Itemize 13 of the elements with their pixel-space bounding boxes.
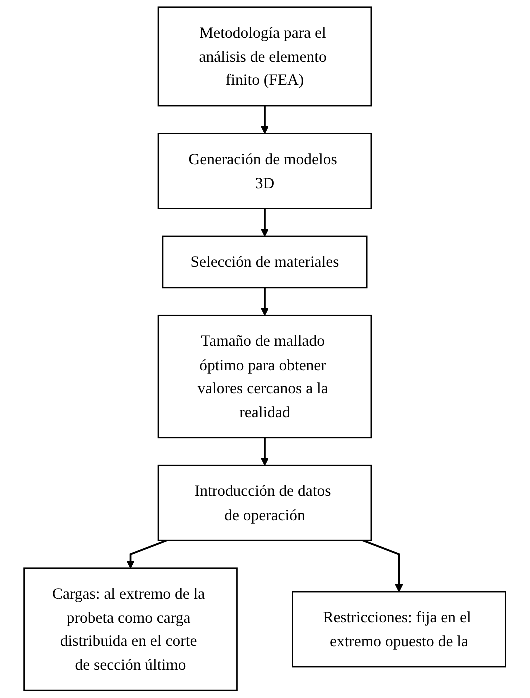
node-box: Metodología para el análisis de elemento finito (FEA)	[158, 6, 372, 107]
node-box: Restricciones: fija en el extremo opuesto de la	[292, 591, 506, 668]
arrow	[260, 438, 270, 466]
arrow	[260, 288, 270, 316]
node-box: Generación de modelos 3D	[158, 133, 372, 210]
node-box: Introducción de datos de operación	[158, 464, 372, 542]
node-box: Tamaño de mallado óptimo para obtener valores cercanos a la realidad	[158, 314, 372, 439]
node-box: Selección de materiales	[162, 236, 368, 289]
node-box: Cargas: al extremo de la probeta como carga distribuida en el corte de sección último	[24, 568, 238, 692]
arrow	[260, 106, 270, 134]
arrow	[126, 540, 168, 569]
arrow	[362, 540, 404, 592]
arrow	[260, 208, 270, 237]
